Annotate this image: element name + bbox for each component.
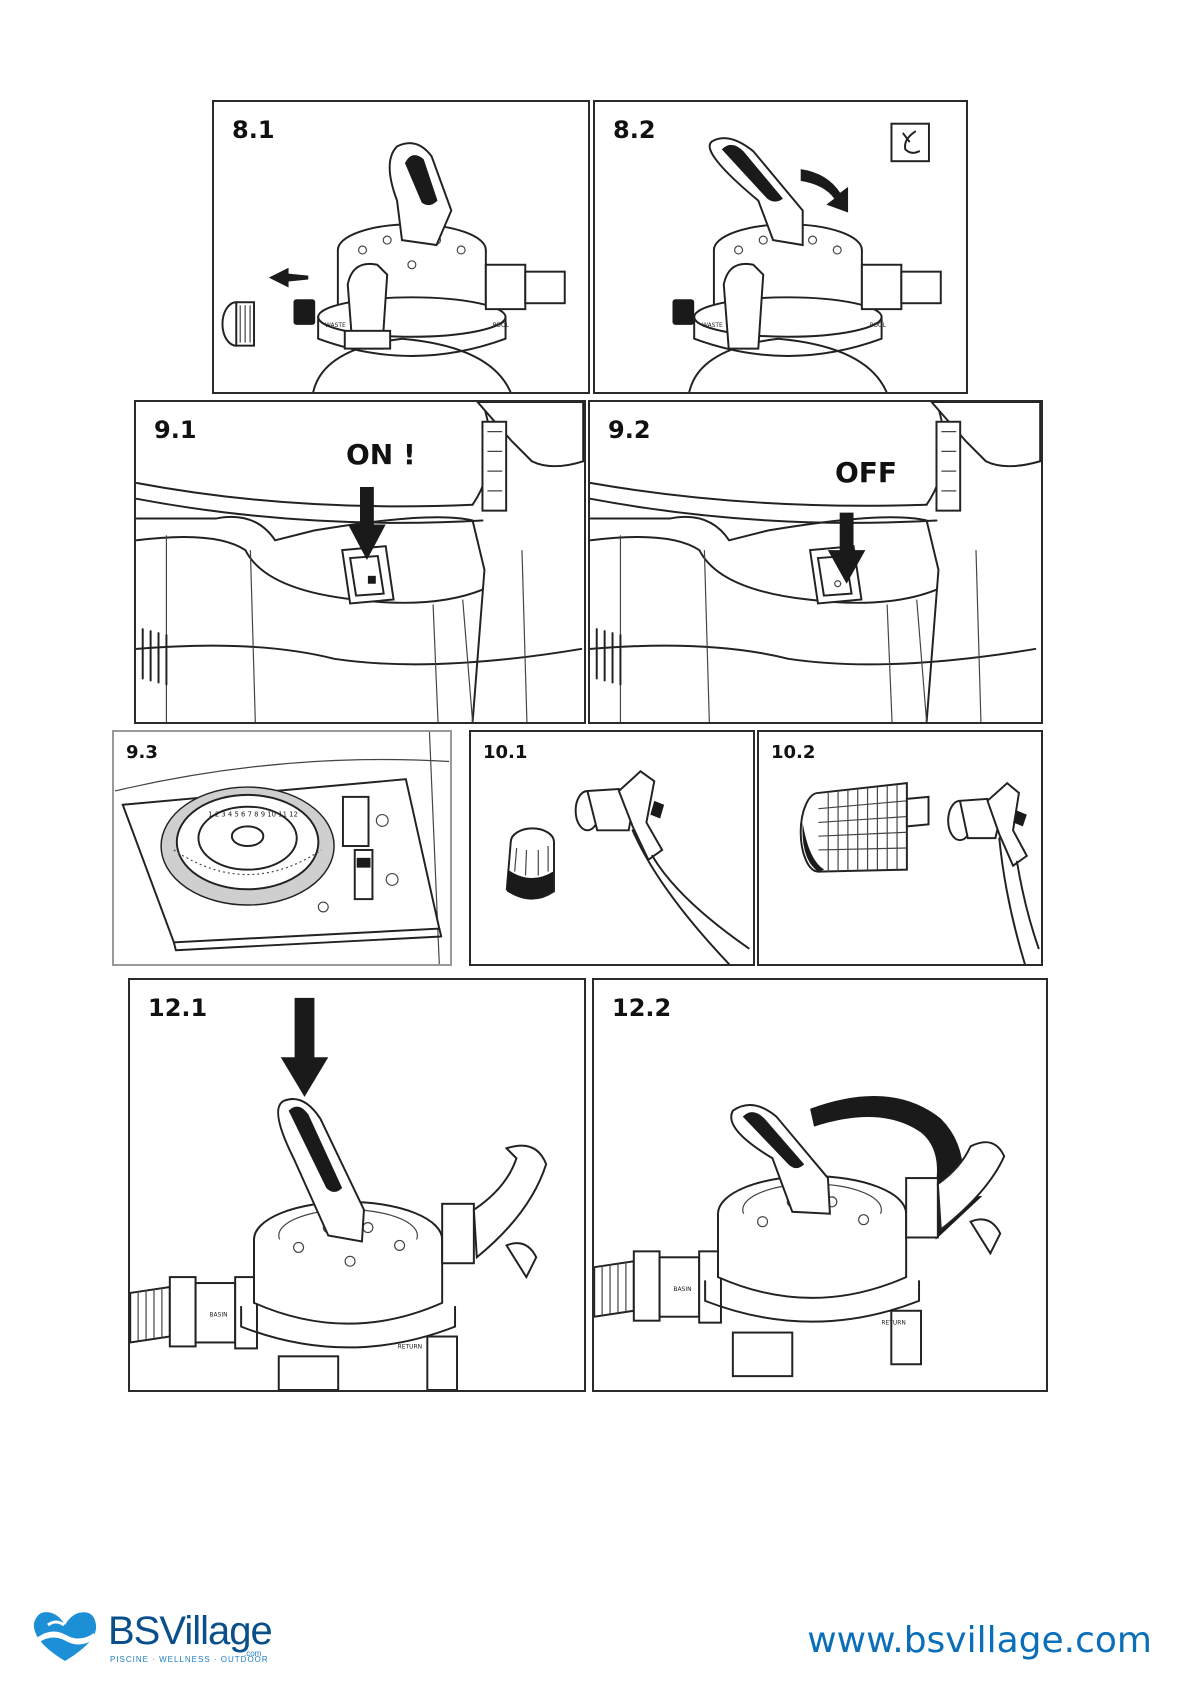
waste-label: WASTE bbox=[702, 323, 723, 329]
valve-illustration: WASTE POOL bbox=[214, 102, 588, 392]
panel-label: 10.2 bbox=[771, 742, 815, 763]
panel-label: 12.1 bbox=[148, 994, 207, 1022]
timer-scale: 1 2 3 4 5 6 7 8 9 10 11 12 bbox=[208, 811, 298, 819]
pump-switch-illustration bbox=[590, 402, 1041, 722]
brand-tagline: PISCINE · WELLNESS · OUTDOOR bbox=[110, 1655, 269, 1664]
panel-12-2: 12.2 BASIN RETURN bbox=[592, 978, 1048, 1392]
off-callout: OFF bbox=[835, 456, 897, 489]
valve-press-illustration: BASIN RETURN bbox=[130, 980, 584, 1390]
brand-name: BSVillage bbox=[108, 1609, 272, 1654]
basin-label: BASIN bbox=[209, 1312, 227, 1319]
nozzle-illustration bbox=[471, 732, 753, 964]
panel-label: 9.2 bbox=[608, 416, 651, 444]
panel-12-1: 12.1 BASIN RETURN bbox=[128, 978, 586, 1392]
valve-illustration: WASTE POOL bbox=[595, 102, 966, 392]
panel-9-1: 9.1 ON ! bbox=[134, 400, 586, 724]
pool-label: POOL bbox=[493, 323, 510, 329]
panel-9-3: 9.3 1 2 3 4 5 6 7 8 9 10 11 12 bbox=[112, 730, 452, 966]
on-callout: ON ! bbox=[346, 438, 416, 471]
panel-label: 12.2 bbox=[612, 994, 671, 1022]
return-label: RETURN bbox=[398, 1343, 422, 1350]
panel-label: 9.1 bbox=[154, 416, 197, 444]
pool-label: POOL bbox=[870, 323, 887, 329]
panel-label: 8.1 bbox=[232, 116, 275, 144]
panel-label: 9.3 bbox=[126, 742, 158, 763]
panel-label: 8.2 bbox=[613, 116, 656, 144]
waste-label: WASTE bbox=[325, 323, 346, 329]
website-link[interactable]: www.bsvillage.com bbox=[807, 1620, 1152, 1661]
panel-8-1: 8.1 WASTE POOL bbox=[212, 100, 590, 394]
return-label: RETURN bbox=[881, 1320, 905, 1327]
filter-cleaning-illustration bbox=[759, 732, 1041, 964]
bsvillage-logo[interactable]: BSVillage .com PISCINE · WELLNESS · OUTD… bbox=[28, 1605, 268, 1665]
panel-10-1: 10.1 bbox=[469, 730, 755, 966]
timer-illustration: 1 2 3 4 5 6 7 8 9 10 11 12 bbox=[114, 732, 450, 964]
basin-label: BASIN bbox=[673, 1286, 691, 1293]
valve-rotate-illustration: BASIN RETURN bbox=[594, 980, 1046, 1390]
heart-wave-icon bbox=[28, 1607, 102, 1665]
panel-label: 10.1 bbox=[483, 742, 527, 763]
panel-8-2: 8.2 WASTE POOL bbox=[593, 100, 968, 394]
panel-9-2: 9.2 OFF bbox=[588, 400, 1043, 724]
panel-10-2: 10.2 bbox=[757, 730, 1043, 966]
